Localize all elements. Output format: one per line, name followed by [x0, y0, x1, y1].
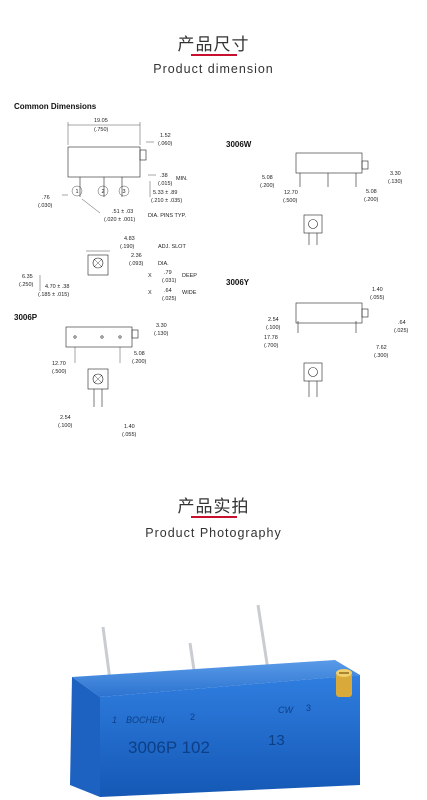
svg-text:(.060): (.060) [158, 141, 173, 147]
svg-text:(.100): (.100) [266, 325, 281, 331]
svg-text:(.020 ± .001): (.020 ± .001) [104, 217, 135, 223]
svg-text:(.700): (.700) [264, 343, 279, 349]
svg-text:(.130): (.130) [388, 179, 403, 185]
svg-text:5.08: 5.08 [134, 351, 145, 357]
product-photo-title-cn: 产品实拍 [177, 497, 250, 517]
svg-text:(.200): (.200) [364, 197, 379, 203]
svg-text:(.500): (.500) [283, 198, 298, 204]
svg-text:.51 ± .03: .51 ± .03 [112, 209, 133, 215]
svg-text:(.190): (.190) [120, 244, 135, 250]
svg-text:(.185 ± .015): (.185 ± .015) [38, 292, 69, 298]
title-underline [190, 54, 237, 56]
svg-text:2: 2 [102, 189, 105, 195]
svg-text:19.05: 19.05 [94, 118, 108, 124]
svg-text:(.025): (.025) [394, 328, 409, 334]
adjust-screw-photo [336, 669, 352, 697]
title-underline-2 [190, 516, 237, 518]
svg-text:1: 1 [112, 715, 117, 725]
svg-text:1.52: 1.52 [160, 133, 171, 139]
svg-text:(.200): (.200) [132, 359, 147, 365]
product-dimension-title-cn: 产品尺寸 [177, 35, 250, 55]
svg-text:ADJ. SLOT: ADJ. SLOT [158, 244, 186, 250]
svg-text:5.33 ± .89: 5.33 ± .89 [153, 190, 177, 196]
pin-3-marker [118, 185, 130, 197]
body-markings: 1 BOCHEN 2 CW 3 3006P 102 13 [112, 703, 311, 757]
svg-text:(.055): (.055) [370, 295, 385, 301]
pin-2-marker [97, 185, 109, 197]
svg-text:2.54: 2.54 [60, 415, 71, 421]
svg-text:(.500): (.500) [52, 369, 67, 375]
svg-text:1.40: 1.40 [124, 424, 135, 430]
product-photo-title-en: Product Photography [145, 526, 282, 540]
svg-text:4.83: 4.83 [124, 236, 135, 242]
svg-text:(.250): (.250) [19, 282, 34, 288]
model-3006p-view: 3006P 3.30 (.130) 5.08 (.200) 12.70 (.50… [14, 313, 169, 438]
svg-text:WIDE: WIDE [182, 290, 197, 296]
svg-text:.64: .64 [398, 320, 406, 326]
svg-text:.64: .64 [164, 288, 172, 294]
svg-text:.76: .76 [42, 195, 50, 201]
svg-text:3006Y: 3006Y [226, 278, 250, 287]
svg-text:13: 13 [268, 732, 285, 749]
svg-text:(.750): (.750) [94, 127, 109, 133]
product-photo: 1 BOCHEN 2 CW 3 3006P 102 13 [70, 604, 360, 797]
resistor-body [70, 660, 360, 797]
svg-text:(.055): (.055) [122, 432, 137, 438]
svg-text:(.031): (.031) [162, 278, 177, 284]
svg-text:3006P: 3006P [14, 313, 38, 322]
svg-text:(.025): (.025) [162, 296, 177, 302]
svg-text:(.015): (.015) [158, 181, 173, 187]
svg-text:2.54: 2.54 [268, 317, 279, 323]
svg-text:3006P 102: 3006P 102 [128, 738, 210, 757]
svg-text:4.70 ± .38: 4.70 ± .38 [45, 284, 69, 290]
svg-text:5.08: 5.08 [366, 189, 377, 195]
svg-text:MIN.: MIN. [176, 176, 188, 182]
svg-text:DIA. PINS TYP.: DIA. PINS TYP. [148, 213, 186, 219]
svg-text:(.030): (.030) [38, 203, 53, 209]
svg-text:3.30: 3.30 [156, 323, 167, 329]
svg-text:3: 3 [306, 703, 311, 713]
svg-text:.79: .79 [164, 270, 172, 276]
adjust-screw [139, 149, 147, 161]
svg-text:(.130): (.130) [154, 331, 169, 337]
side-view: 1 2 3 19.05 (.750) 1.52 (.060) .38 MIN. … [38, 118, 188, 223]
svg-text:DIA.: DIA. [158, 261, 169, 267]
svg-text:5.08: 5.08 [262, 175, 273, 181]
svg-text:1: 1 [76, 189, 79, 195]
svg-text:3006W: 3006W [226, 140, 252, 149]
svg-text:CW: CW [278, 705, 294, 715]
dimension-drawing: Common Dimensions 1 2 3 19.05 (.750) 1.5… [14, 102, 409, 438]
svg-text:2.36: 2.36 [131, 253, 142, 259]
svg-text:(.210 ± .035): (.210 ± .035) [151, 198, 182, 204]
svg-text:7.62: 7.62 [376, 345, 387, 351]
svg-text:(.093): (.093) [129, 261, 144, 267]
body-outline [67, 146, 141, 178]
product-dimension-title-en: Product dimension [153, 62, 274, 76]
svg-text:12.70: 12.70 [284, 190, 298, 196]
svg-text:6.35: 6.35 [22, 274, 33, 280]
pin-1-marker [71, 185, 83, 197]
svg-text:DEEP: DEEP [182, 273, 197, 279]
svg-text:12.70: 12.70 [52, 361, 66, 367]
svg-text:17.78: 17.78 [264, 335, 278, 341]
svg-text:3: 3 [123, 189, 126, 195]
top-view: 4.83 (.190) ADJ. SLOT 2.36 (.093) DIA. X… [19, 236, 197, 302]
svg-text:.38: .38 [160, 173, 168, 179]
model-3006w-view: 3006W 5.08 (.200) 3.30 (.130) 12.70 (.50… [226, 140, 403, 245]
model-3006y-view: 3006Y 1.40 (.055) 2.54 (.100) .64 (.025)… [226, 278, 409, 397]
svg-text:(.200): (.200) [260, 183, 275, 189]
svg-text:2: 2 [190, 712, 195, 722]
common-dimensions-heading: Common Dimensions [14, 102, 97, 111]
svg-text:X: X [148, 290, 152, 296]
svg-text:(.100): (.100) [58, 423, 73, 429]
svg-text:(.300): (.300) [374, 353, 389, 359]
svg-text:1.40: 1.40 [372, 287, 383, 293]
svg-text:BOCHEN: BOCHEN [126, 715, 165, 725]
svg-text:3.30: 3.30 [390, 171, 401, 177]
svg-text:X: X [148, 273, 152, 279]
